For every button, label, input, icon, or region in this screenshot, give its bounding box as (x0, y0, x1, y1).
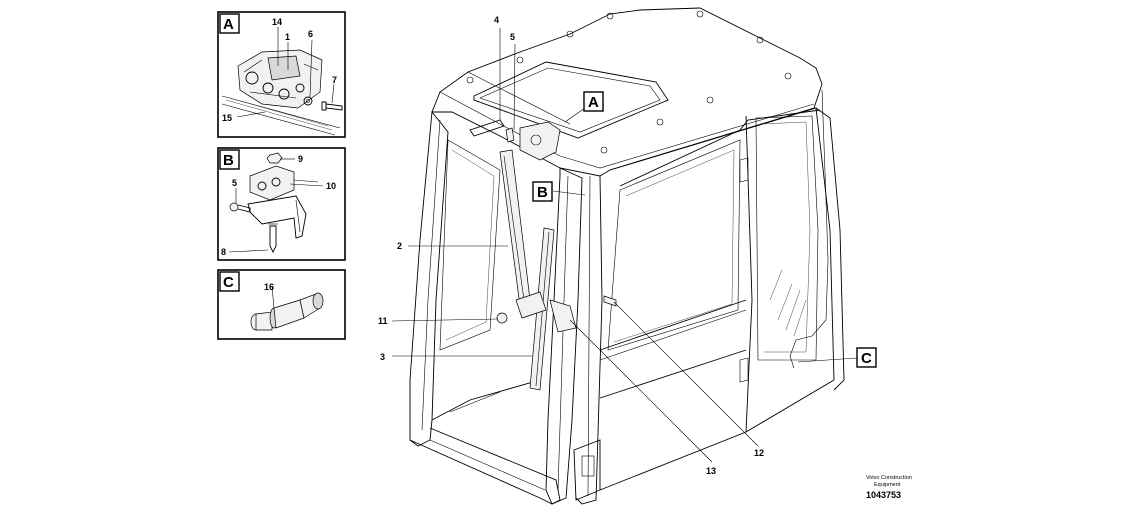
panel-c-tag: C (223, 274, 234, 291)
company-line-1: Volvo Construction (866, 475, 912, 481)
callout-a-6: 6 (308, 29, 313, 39)
main-callouts: 4 5 2 11 3 12 13 (378, 15, 764, 476)
callout-b-5: 5 (232, 178, 237, 188)
panel-b-tag-box (219, 149, 240, 170)
company-line-2: Equipment (874, 482, 901, 488)
callout-5: 5 (510, 32, 515, 42)
callout-3: 3 (380, 352, 385, 362)
cab-frame (409, 7, 845, 505)
footer: Volvo Construction Equipment 1043753 (866, 475, 912, 500)
view-tag-c-box (856, 347, 877, 368)
callout-b-9: 9 (298, 154, 303, 164)
view-tag-a-box (583, 91, 604, 112)
callout-b-10: 10 (326, 181, 336, 191)
callout-4: 4 (494, 15, 499, 25)
view-tag-c: C (861, 350, 872, 367)
callout-13: 13 (706, 466, 716, 476)
detail-panel-a: A 14 1 6 7 15 (217, 11, 346, 138)
panel-a-tag-box (219, 13, 240, 34)
detail-panel-c: C 16 (217, 269, 346, 340)
drawing-number: 1043753 (866, 490, 901, 500)
callout-a-14: 14 (272, 17, 282, 27)
view-tag-a: A (588, 94, 599, 111)
view-tags: A B C (532, 91, 877, 368)
detail-panel-b: B 9 5 10 8 (217, 147, 346, 261)
callout-a-1: 1 (285, 32, 290, 42)
callout-c-16: 16 (264, 282, 274, 292)
callout-b-8: 8 (221, 247, 226, 257)
callout-a-15: 15 (222, 113, 232, 123)
callout-2: 2 (397, 241, 402, 251)
view-tag-b: B (537, 184, 548, 201)
view-tag-b-box (532, 181, 553, 202)
callout-12: 12 (754, 448, 764, 458)
panel-c-tag-box (219, 271, 240, 292)
callout-11: 11 (378, 316, 388, 326)
panel-b-tag: B (223, 152, 234, 169)
panel-a-tag: A (223, 16, 234, 33)
callout-a-7: 7 (332, 75, 337, 85)
